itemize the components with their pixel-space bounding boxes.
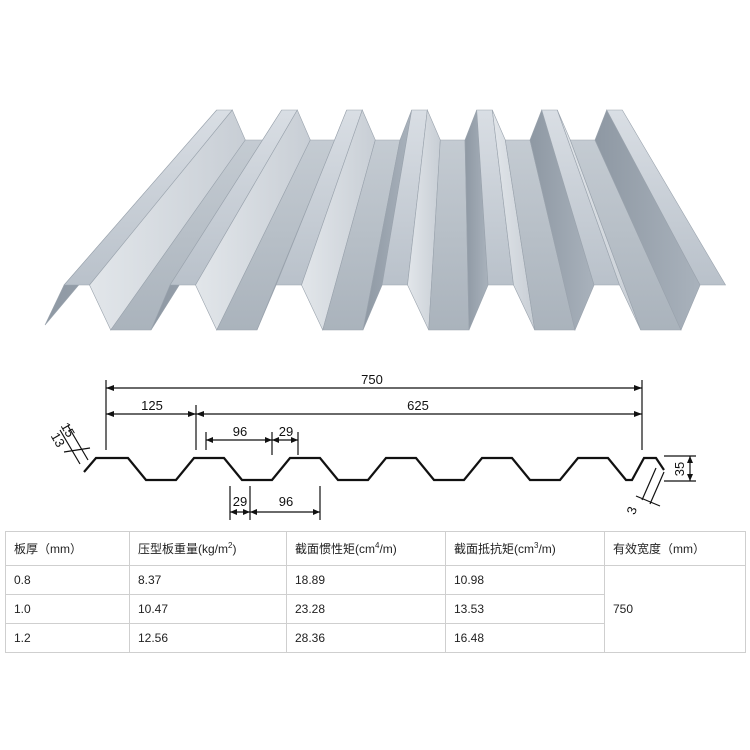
dim-edge-covered — [106, 405, 642, 450]
cell-thickness: 1.0 — [5, 594, 130, 624]
cell-inertia: 23.28 — [286, 594, 446, 624]
cell-modulus: 16.48 — [445, 623, 605, 653]
cell-weight: 8.37 — [129, 565, 287, 595]
dim-height-label: 35 — [672, 462, 687, 476]
dim-total-width-label: 750 — [361, 372, 383, 387]
dim-right-edge — [635, 467, 665, 507]
cell-inertia: 18.89 — [286, 565, 446, 595]
table-row: 1.0 10.47 23.28 13.53 — [5, 594, 746, 624]
profile-cross-section: 750 125 625 96 29 29 96 35 3 — [48, 372, 696, 520]
table-row: 1.2 12.56 28.36 16.48 — [5, 623, 746, 653]
cell-weight: 12.56 — [129, 623, 287, 653]
dim-right-edge-label: 3 — [623, 504, 640, 516]
dim-left-edge-a-label: 13 — [48, 430, 68, 450]
corrugated-sheet-illustration — [44, 108, 727, 331]
table-header-row: 板厚（mm） 压型板重量(kg/m2) 截面惯性矩(cm4/m) 截面抵抗矩(c… — [5, 531, 746, 566]
dim-bottom-slope-label: 29 — [233, 494, 247, 509]
cell-thickness: 0.8 — [5, 565, 130, 595]
dim-total-width — [105, 380, 643, 450]
dim-bottom-flat-label: 96 — [279, 494, 293, 509]
dim-top-rib — [205, 432, 299, 455]
cell-modulus: 10.98 — [445, 565, 605, 595]
header-thickness: 板厚（mm） — [5, 531, 130, 566]
header-weight: 压型板重量(kg/m2) — [129, 531, 287, 566]
table-row: 0.8 8.37 18.89 10.98 750 — [5, 565, 746, 653]
dim-height — [664, 455, 696, 482]
cell-effective-width: 750 — [604, 565, 746, 653]
dim-top-slope-label: 29 — [279, 424, 293, 439]
header-modulus: 截面抵抗矩(cm3/m) — [445, 531, 605, 566]
dim-top-flat-label: 96 — [233, 424, 247, 439]
dim-bottom-rib — [229, 486, 321, 520]
cell-weight: 10.47 — [129, 594, 287, 624]
cell-thickness: 1.2 — [5, 623, 130, 653]
cell-inertia: 28.36 — [286, 623, 446, 653]
dim-edge-width-label: 125 — [141, 398, 163, 413]
dim-left-edge — [59, 425, 91, 465]
sheet-faces — [44, 108, 727, 331]
dim-left-edge-b-label: 15 — [58, 420, 78, 440]
sheet-face — [606, 109, 727, 286]
header-inertia: 截面惯性矩(cm4/m) — [286, 531, 446, 566]
cell-modulus: 13.53 — [445, 594, 605, 624]
dim-covered-width-label: 625 — [407, 398, 429, 413]
spec-table: 板厚（mm） 压型板重量(kg/m2) 截面惯性矩(cm4/m) 截面抵抗矩(c… — [5, 531, 746, 653]
header-effective-width: 有效宽度（mm） — [604, 531, 746, 566]
profile-line — [83, 456, 665, 482]
